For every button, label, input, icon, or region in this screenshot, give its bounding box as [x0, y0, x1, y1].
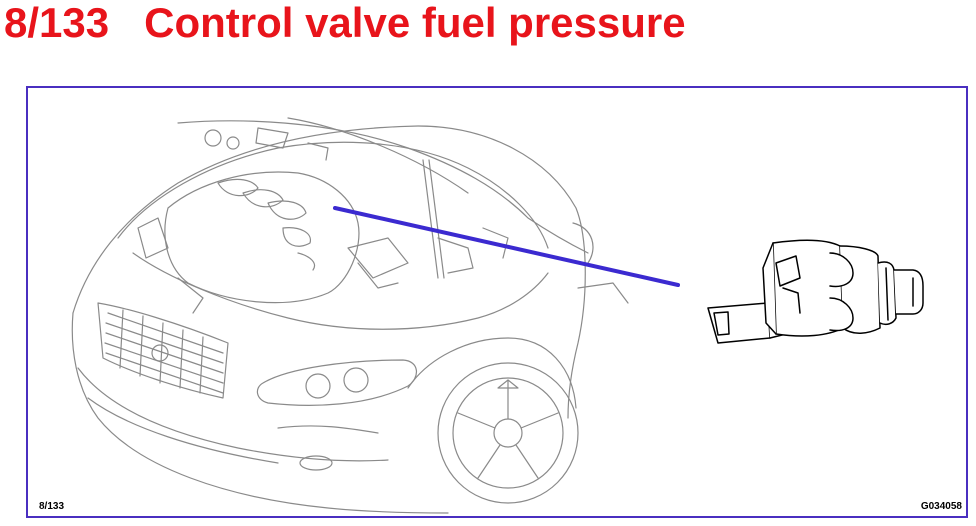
figure-code-label: G034058 — [920, 501, 962, 512]
car-engine-bay-illustration — [71, 117, 629, 514]
diagram-frame — [26, 86, 968, 518]
figure-number-label: 8/133 — [39, 501, 65, 512]
page-title: 8/133 Control valve fuel pressure — [4, 0, 686, 46]
leader-line — [333, 206, 680, 287]
diagram-canvas — [71, 117, 924, 514]
fuel-pressure-control-valve-illustration — [707, 239, 924, 344]
